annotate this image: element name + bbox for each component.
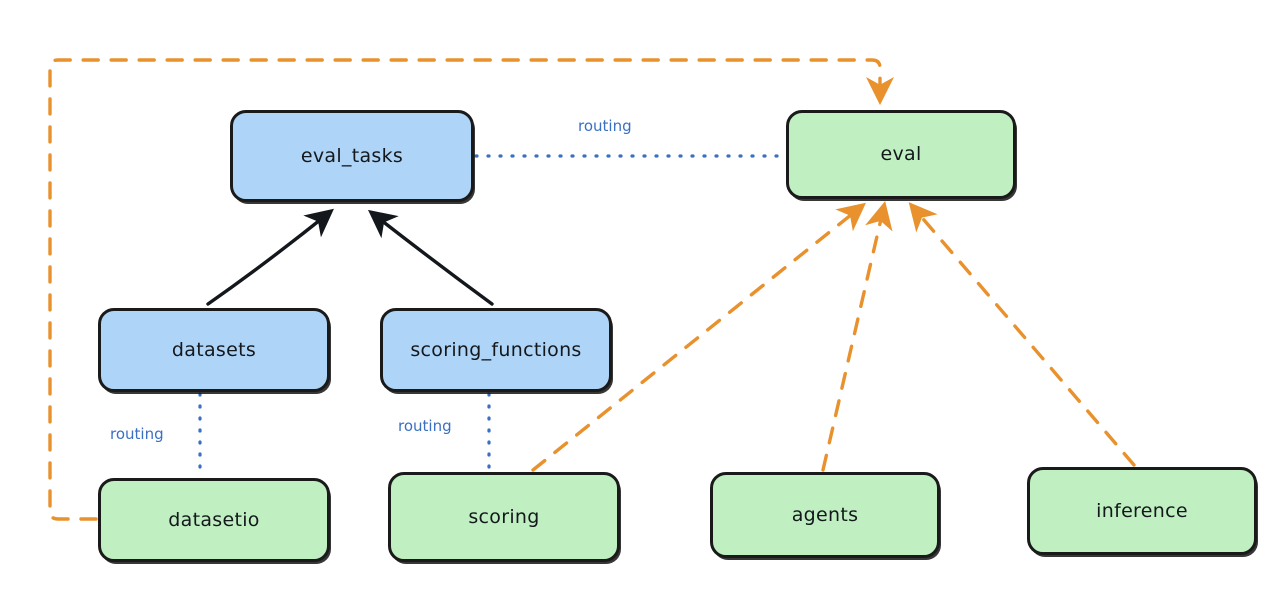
edge-scoring-functions-to-eval-tasks	[367, 209, 494, 306]
node-label-datasetio: datasetio	[168, 508, 260, 531]
edge-label-routing-eval-tasks-eval: routing	[578, 117, 632, 135]
edge-inference-to-eval	[908, 202, 1136, 467]
node-label-eval: eval	[880, 143, 922, 166]
node-inference[interactable]: inference	[1027, 467, 1257, 555]
edge-label-routing-scoring-functions-scoring: routing	[398, 417, 452, 435]
node-label-scoring-functions: scoring_functions	[410, 338, 582, 361]
node-label-datasets: datasets	[171, 338, 257, 361]
node-agents[interactable]: agents	[710, 472, 940, 558]
node-scoring-functions[interactable]: scoring_functions	[380, 308, 612, 392]
edge-label-routing-datasets-datasetio: routing	[110, 425, 164, 443]
node-eval[interactable]: eval	[786, 110, 1016, 199]
node-label-agents: agents	[791, 503, 859, 526]
node-label-eval-tasks: eval_tasks	[300, 144, 404, 167]
edge-agents-to-eval	[821, 201, 893, 472]
edge-datasets-to-eval-tasks	[206, 208, 334, 306]
node-scoring[interactable]: scoring	[388, 472, 620, 562]
node-eval-tasks[interactable]: eval_tasks	[230, 110, 474, 202]
node-datasetio[interactable]: datasetio	[98, 478, 330, 562]
node-label-scoring: scoring	[468, 505, 540, 528]
node-datasets[interactable]: datasets	[98, 308, 330, 392]
node-label-inference: inference	[1096, 499, 1188, 522]
